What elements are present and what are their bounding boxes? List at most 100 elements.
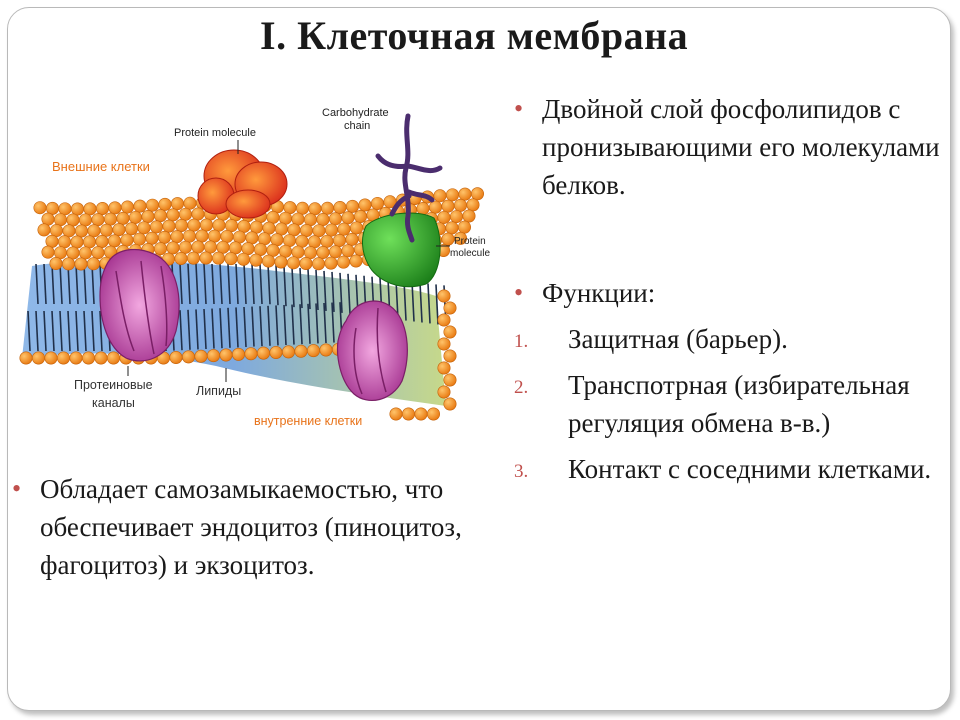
lipid-head [281, 345, 295, 359]
lipid-tail [347, 273, 351, 314]
lipid-head [162, 219, 176, 233]
lipid-head [303, 213, 317, 227]
lipid-head [224, 252, 238, 266]
lipid-tail [75, 263, 79, 305]
lipid-head [145, 231, 159, 245]
lipid-tail [275, 305, 279, 346]
lipid-tail [283, 266, 287, 307]
lipid-head [341, 244, 355, 258]
lipid-head [74, 224, 88, 238]
lipid-tail [27, 310, 31, 352]
lipid-heads [19, 187, 484, 421]
lipid-head [249, 253, 263, 267]
lipid-head [174, 252, 188, 266]
lipid-head [129, 210, 143, 224]
lipid-head [358, 198, 372, 212]
lipid-head [216, 240, 230, 254]
lipid-head [91, 246, 105, 260]
lipid-head [108, 234, 122, 248]
lipid-head [154, 242, 168, 256]
function-item-1: 1. Защитная (барьер). [512, 320, 942, 358]
lipid-head [208, 229, 222, 243]
lipid-tail [283, 304, 287, 346]
lipid-head [437, 337, 451, 351]
lipid-head [183, 229, 197, 243]
lipid-tail [235, 263, 239, 305]
lipid-head [66, 213, 80, 227]
lipid-head [269, 346, 283, 360]
lipid-tail [235, 307, 239, 348]
lipid-tail [323, 270, 327, 311]
lipid-head [107, 351, 121, 365]
lipid-head [74, 257, 88, 271]
function-number: 2. [514, 377, 529, 398]
lipid-tail [187, 309, 191, 350]
lipid-tail [83, 263, 87, 305]
lipid-head [262, 254, 276, 268]
lipid-tail [299, 304, 303, 345]
lipid-tail [307, 303, 311, 344]
lipid-head [324, 223, 338, 237]
lipid-head [70, 235, 84, 249]
lipid-head [169, 351, 183, 365]
lipid-head [78, 246, 92, 260]
lipid-tail [203, 308, 207, 350]
lipid-head [445, 188, 459, 202]
lipid-head [437, 313, 451, 327]
lipid-head [443, 349, 457, 363]
lipid-head [443, 373, 457, 387]
bullet-dot: • [514, 94, 524, 123]
lipid-head [349, 254, 363, 268]
bullet-description-text: Двойной слой фосфолипидов с пронизывающи… [542, 94, 940, 200]
lipid-head [433, 189, 447, 203]
lipid-head [308, 202, 322, 216]
lipid-head [191, 207, 205, 221]
lipid-head [78, 213, 92, 227]
lipid-head [312, 224, 326, 238]
lipid-tail [243, 306, 247, 348]
bullet-self-closing: • Обладает самозамыкаемостью, что обеспе… [10, 470, 470, 584]
lipid-head [437, 361, 451, 375]
function-text: Транспотрная (избирательная регуляция об… [568, 370, 910, 438]
lipid-head [171, 197, 185, 211]
lipid-head [154, 209, 168, 223]
bullet-description: • Двойной слой фосфолипидов с пронизываю… [512, 90, 942, 204]
lipid-head [70, 202, 84, 216]
lipid-head [146, 198, 160, 212]
lipid-head [341, 211, 355, 225]
lipid-head [179, 240, 193, 254]
lipid-head [441, 232, 455, 246]
lipid-head [170, 230, 184, 244]
label-channels-2: каналы [92, 396, 135, 410]
lipid-head [274, 255, 288, 269]
lipid-tail [427, 283, 431, 324]
lipid-head [345, 232, 359, 246]
lipid-head [441, 199, 455, 213]
lipid-head [150, 220, 164, 234]
lipid-head [232, 347, 246, 361]
lipid-head [453, 231, 467, 245]
lipid-head [443, 301, 457, 315]
lipid-head [244, 347, 258, 361]
lipid-tail [435, 284, 439, 325]
lipid-tail [259, 263, 263, 305]
lipid-head [437, 210, 451, 224]
lipid-head [307, 235, 321, 249]
lipid-tail [315, 269, 319, 311]
lipid-head [187, 218, 201, 232]
lipid-head [328, 245, 342, 259]
lipid-head [175, 218, 189, 232]
lipid-head [324, 256, 338, 270]
lipid-head [316, 246, 330, 260]
lipid-head [83, 235, 97, 249]
lipid-head [316, 213, 330, 227]
lipid-tail [331, 271, 335, 312]
lipid-head [286, 256, 300, 270]
lipid-tail [251, 263, 255, 305]
lipid-head [61, 257, 75, 271]
bullet-dot: • [514, 278, 524, 307]
lipid-head [311, 257, 325, 271]
lipid-tail [275, 265, 279, 306]
slide-title: I. Клеточная мембрана [260, 13, 689, 58]
right-column: • Двойной слой фосфолипидов с пронизываю… [512, 90, 942, 488]
